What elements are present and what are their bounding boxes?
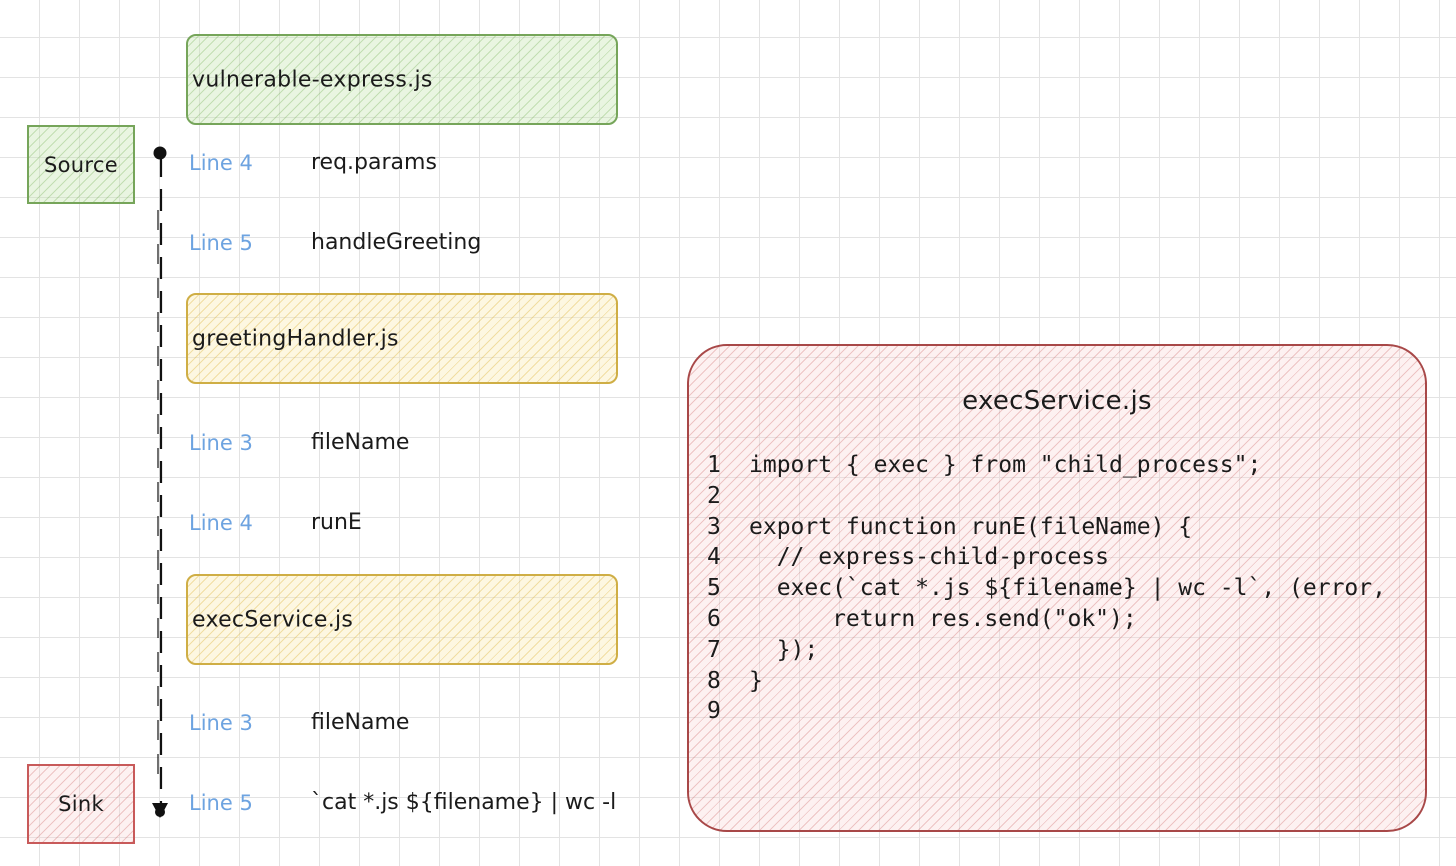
code-line: 5 exec(`cat *.js ${filename} | wc -l`, (… xyxy=(707,573,1386,604)
file-name-entry: vulnerable-express.js xyxy=(192,67,433,92)
arrow-start-dot xyxy=(153,146,167,160)
step-line-number: Line 4 xyxy=(189,151,253,175)
code-line-number: 8 xyxy=(707,667,721,694)
step-label: handleGreeting xyxy=(311,230,482,255)
code-line: 2 xyxy=(707,481,1386,512)
code-line-text: // express-child-process xyxy=(749,544,1110,571)
code-line-text: }); xyxy=(749,636,819,663)
code-line: 8} xyxy=(707,666,1386,697)
code-panel-title: execService.js xyxy=(962,386,1152,416)
code-panel: execService.js 1 import { exec } from "ch… xyxy=(687,344,1427,832)
file-name-handler: greetingHandler.js xyxy=(192,326,399,351)
sink-tag: Sink xyxy=(27,764,135,844)
file-box-entry: vulnerable-express.js xyxy=(186,34,618,125)
code-line-text: return res.send("ok"); xyxy=(749,605,1137,632)
file-box-handler: greetingHandler.js xyxy=(186,293,618,384)
sink-label: Sink xyxy=(58,792,104,816)
code-line-number: 7 xyxy=(707,636,721,663)
code-line: 9 xyxy=(707,696,1386,727)
step-label: runE xyxy=(311,510,362,535)
code-line-number: 2 xyxy=(707,482,721,509)
source-tag: Source xyxy=(27,125,135,204)
code-line-text: export function runE(fileName) { xyxy=(749,513,1193,540)
file-box-service: execService.js xyxy=(186,574,618,665)
code-line-number: 6 xyxy=(707,605,721,632)
step-line-number: Line 5 xyxy=(189,231,253,255)
code-line-number: 3 xyxy=(707,513,721,540)
step-label: fileName xyxy=(311,710,410,735)
step-label: `cat *.js ${filename} | wc -l xyxy=(311,790,617,815)
code-line-number: 9 xyxy=(707,698,721,725)
code-line-text: import { exec } from "child_process"; xyxy=(749,452,1262,478)
code-line: 1 import { exec } from "child_process"; xyxy=(707,450,1386,481)
source-label: Source xyxy=(44,152,118,177)
step-label: fileName xyxy=(311,430,410,455)
code-line-number: 5 xyxy=(707,575,721,602)
code-listing: 1 import { exec } from "child_process"; 2… xyxy=(707,450,1386,727)
code-line-number: 1 xyxy=(707,452,721,478)
step-line-number: Line 3 xyxy=(189,711,253,735)
step-label: req.params xyxy=(311,150,437,175)
code-line: 3 export function runE(fileName) { xyxy=(707,512,1386,543)
code-line: 7 }); xyxy=(707,635,1386,666)
code-line-text: } xyxy=(749,667,763,694)
code-line-text: exec(`cat *.js ${filename} | wc -l`, (er… xyxy=(749,575,1386,602)
code-line-number: 4 xyxy=(707,544,721,571)
code-line: 6 return res.send("ok"); xyxy=(707,604,1386,635)
code-line: 4 // express-child-process xyxy=(707,542,1386,573)
file-name-service: execService.js xyxy=(192,607,354,632)
step-line-number: Line 4 xyxy=(189,511,253,535)
step-line-number: Line 5 xyxy=(189,791,253,815)
step-line-number: Line 3 xyxy=(189,431,253,455)
